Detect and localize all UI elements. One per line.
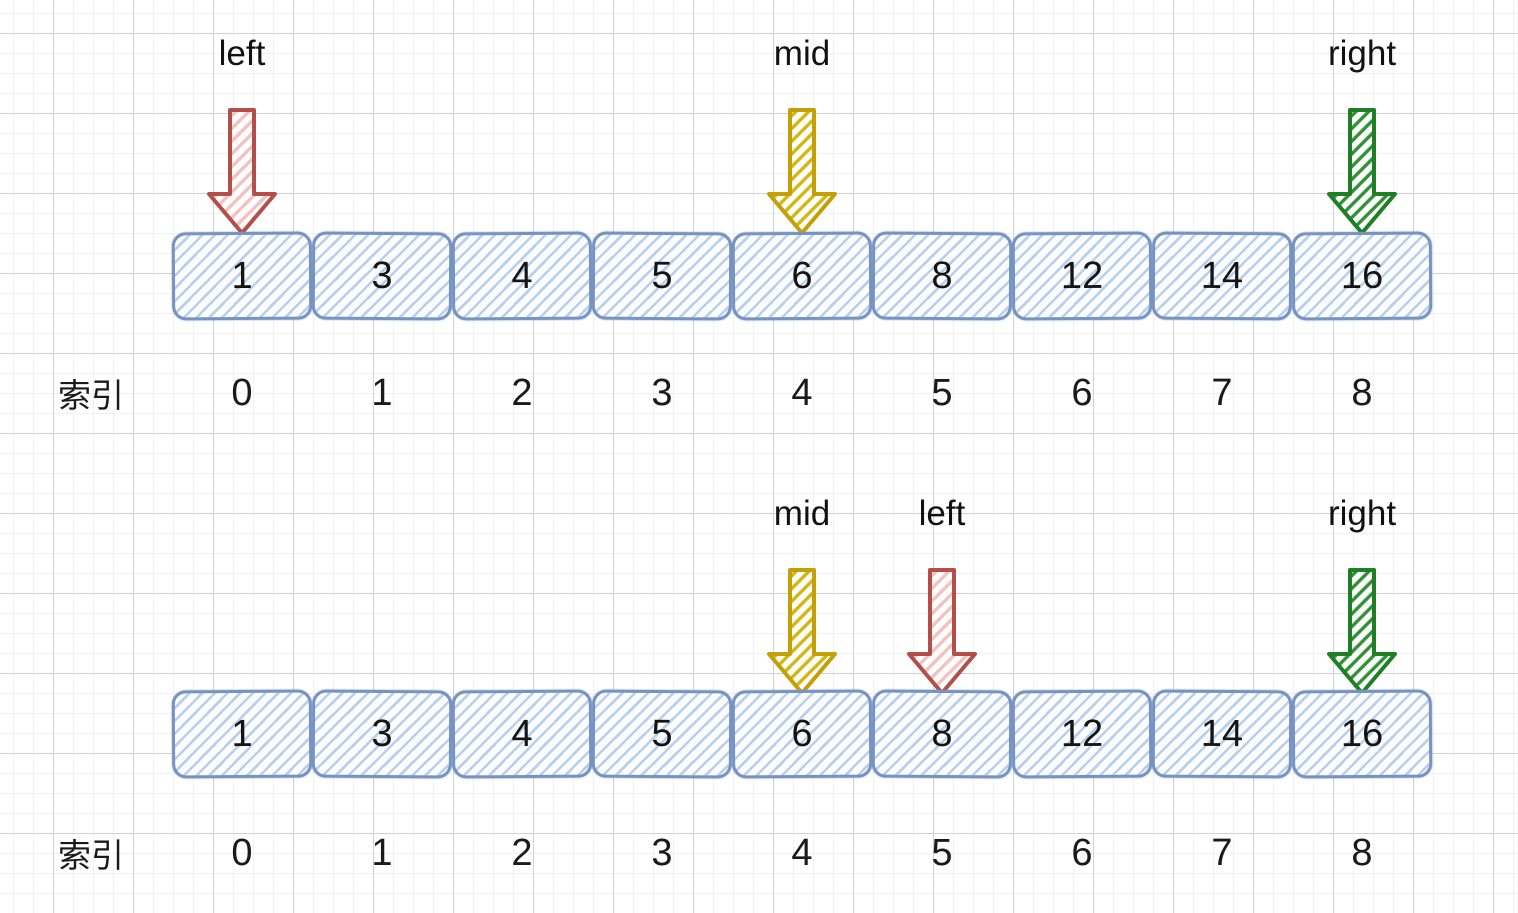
array-cell-value: 3	[371, 712, 393, 755]
index-number: 3	[651, 372, 673, 414]
array-cell: 4	[451, 689, 593, 779]
index-number: 5	[931, 832, 953, 874]
top-mid-pointer-arrow-icon	[757, 106, 847, 238]
index-number: 2	[511, 832, 533, 874]
array-cell-value: 4	[511, 712, 533, 755]
array-cell-value: 5	[651, 712, 673, 755]
array-cell: 3	[311, 689, 453, 779]
index-number: 7	[1211, 372, 1233, 414]
index-number: 6	[1071, 372, 1093, 414]
index-number: 8	[1351, 372, 1373, 414]
bottom-right-pointer-arrow-icon	[1317, 566, 1407, 698]
bottom-mid-pointer-arrow-icon	[757, 566, 847, 698]
array-cell-value: 1	[231, 712, 253, 755]
index-number: 1	[371, 832, 393, 874]
array-cell-value: 12	[1060, 712, 1104, 755]
top-pointer-label-mid: mid	[773, 34, 831, 73]
array-cell: 16	[1291, 689, 1433, 779]
index-number: 4	[791, 372, 813, 414]
index-number: 3	[651, 832, 673, 874]
index-number: 1	[371, 372, 393, 414]
index-number: 5	[931, 372, 953, 414]
array-cell-value: 16	[1340, 712, 1384, 755]
index-number: 4	[791, 832, 813, 874]
index-number: 0	[231, 372, 253, 414]
bottom-pointer-label-mid: mid	[773, 494, 831, 533]
array-cell: 1	[171, 689, 313, 779]
array-cell-value: 6	[791, 712, 813, 755]
bottom-pointer-label-right: right	[1327, 494, 1397, 533]
top-pointer-label-right: right	[1327, 34, 1397, 73]
index-number: 6	[1071, 832, 1093, 874]
array-cell: 14	[1151, 689, 1293, 779]
index-number: 7	[1211, 832, 1233, 874]
array-cell: 8	[871, 689, 1013, 779]
index-number: 2	[511, 372, 533, 414]
bottom-pointer-label-left: left	[918, 494, 966, 533]
index-row-label: 索引	[58, 837, 124, 874]
array-cell-value: 14	[1200, 712, 1244, 755]
index-number: 0	[231, 832, 253, 874]
array-cell: 12	[1011, 689, 1153, 779]
top-right-pointer-arrow-icon	[1317, 106, 1407, 238]
array-cell: 5	[591, 689, 733, 779]
array-cell-value: 8	[931, 712, 953, 755]
array-cell: 6	[731, 689, 873, 779]
index-number: 8	[1351, 832, 1373, 874]
index-row-label: 索引	[58, 377, 124, 414]
top-pointer-label-left: left	[218, 34, 266, 73]
bottom-left-pointer-arrow-icon	[897, 566, 987, 698]
top-left-pointer-arrow-icon	[197, 106, 287, 238]
